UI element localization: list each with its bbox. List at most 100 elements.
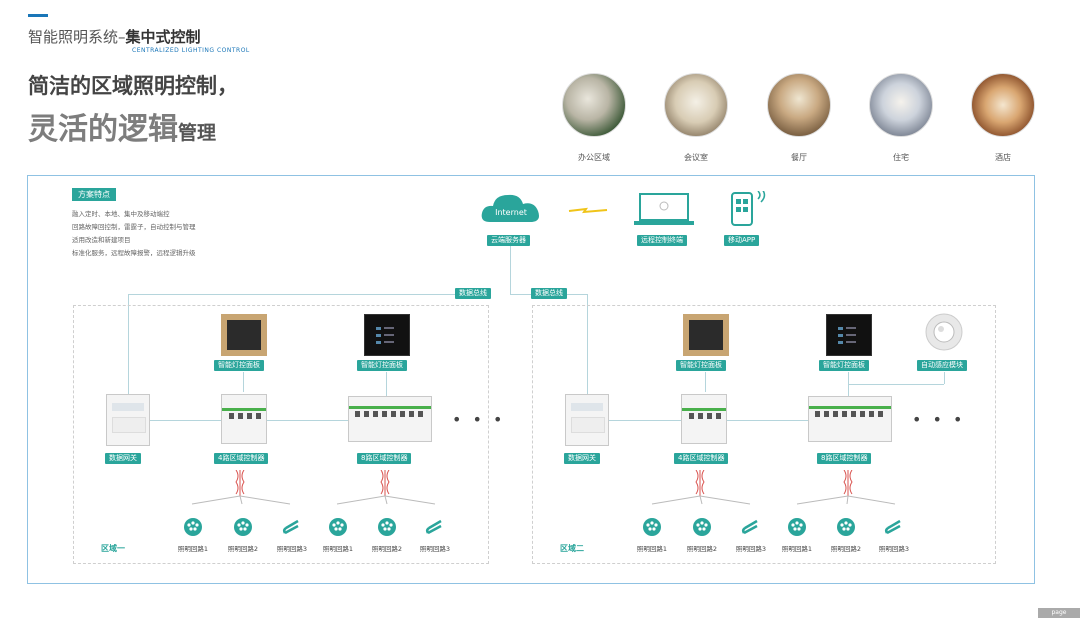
remote-terminal-label: 远程控制终端 — [637, 235, 687, 246]
loop-label: 照明回路1 — [636, 545, 668, 553]
zone-one-label: 区域一 — [101, 544, 125, 553]
gateway-label: 数据网关 — [105, 453, 141, 464]
panel-label: 智能灯控面板 — [819, 360, 869, 371]
downlight-icon — [693, 518, 711, 536]
loop-label: 照明回路1 — [322, 545, 354, 553]
device-link — [267, 420, 348, 421]
ctrl4-label: 4路区域控制器 — [214, 453, 269, 464]
loop-label: 照明回路3 — [276, 545, 308, 553]
scene-office: 办公区域 — [562, 73, 626, 163]
smart-panel-gold — [221, 314, 267, 356]
light-strip-icon — [741, 519, 758, 535]
four-channel-controller — [221, 394, 267, 444]
smart-panel-gold — [683, 314, 729, 356]
eight-channel-controller — [808, 396, 892, 442]
panel-buttons-icon — [838, 327, 856, 344]
light-strip-icon — [282, 519, 299, 535]
feature-item: 回路故障回控制，雷霆子，自动控制与管理 — [72, 223, 196, 231]
headline-line-1: 简洁的区域照明控制， — [28, 74, 238, 98]
feature-item: 适用改造和新建项目 — [72, 236, 131, 244]
zone-two-label: 区域二 — [560, 544, 584, 553]
panel-link — [243, 372, 244, 392]
ctrl4-label: 4路区域控制器 — [674, 453, 729, 464]
sensor-link — [848, 384, 944, 385]
page-title: 智能照明系统–集中式控制 — [28, 28, 201, 46]
device-link — [609, 420, 681, 421]
scene-restaurant: 餐厅 — [767, 73, 831, 163]
panel-buttons-icon — [376, 327, 394, 344]
meeting-room-photo — [664, 73, 728, 137]
smart-panel-black — [364, 314, 410, 356]
bus-line — [128, 294, 129, 394]
features-title: 方案特点 — [72, 188, 116, 201]
page-subtitle: CENTRALIZED LIGHTING CONTROL — [132, 47, 250, 54]
loop-label: 照明回路3 — [419, 545, 451, 553]
data-gateway-device — [106, 394, 150, 446]
headline-line-2: 灵活的逻辑管理 — [28, 112, 217, 147]
sensor-link — [944, 372, 945, 384]
eight-channel-controller — [348, 396, 432, 442]
loop-label: 照明回路1 — [177, 545, 209, 553]
device-link — [727, 420, 808, 421]
data-bus-label: 数据总线 — [455, 288, 491, 299]
cloud-text: Internet — [495, 208, 527, 217]
scene-meeting-room: 会议室 — [664, 73, 728, 163]
device-link — [150, 420, 221, 421]
light-strip-icon — [884, 519, 901, 535]
scene-label: 酒店 — [995, 153, 1011, 162]
residence-photo — [869, 73, 933, 137]
panel-link — [386, 372, 387, 396]
zone-one — [73, 305, 489, 564]
gateway-label: 数据网关 — [564, 453, 600, 464]
panel-label: 智能灯控面板 — [214, 360, 264, 371]
mobile-app-label: 移动APP — [724, 235, 760, 246]
four-channel-controller — [681, 394, 727, 444]
motion-sensor-icon — [925, 313, 963, 351]
ctrl8-label: 8路区域控制器 — [817, 453, 872, 464]
smart-panel-black — [826, 314, 872, 356]
wireless-link-icon — [568, 207, 608, 214]
diagram-frame — [27, 175, 1035, 584]
zone-two — [532, 305, 996, 564]
scene-residence: 住宅 — [869, 73, 933, 163]
mobile-phone-icon — [731, 191, 766, 226]
panel-label: 智能灯控面板 — [676, 360, 726, 371]
scene-label: 餐厅 — [791, 153, 807, 162]
loop-label: 照明回路2 — [227, 545, 259, 553]
downlight-icon — [788, 518, 806, 536]
zone-two-wiring — [651, 470, 896, 505]
bus-line — [587, 294, 588, 394]
scene-label: 住宅 — [893, 153, 909, 162]
loop-label: 照明回路3 — [878, 545, 910, 553]
panel-label: 智能灯控面板 — [357, 360, 407, 371]
restaurant-photo — [767, 73, 831, 137]
scene-hotel: 酒店 — [971, 73, 1035, 163]
downlight-icon — [378, 518, 396, 536]
downlight-icon — [234, 518, 252, 536]
ctrl8-label: 8路区域控制器 — [357, 453, 412, 464]
bus-line — [510, 246, 511, 294]
hotel-photo — [971, 73, 1035, 137]
loop-label: 照明回路2 — [830, 545, 862, 553]
office-photo — [562, 73, 626, 137]
page-footer: page — [1038, 608, 1080, 618]
downlight-icon — [643, 518, 661, 536]
accent-bar — [28, 14, 48, 17]
loop-label: 照明回路3 — [735, 545, 767, 553]
feature-item: 标准化服务，远程故障报警，远程逻辑升级 — [72, 249, 196, 257]
cloud-icon: Internet — [481, 194, 539, 222]
light-strip-icon — [425, 519, 442, 535]
scene-label: 办公区域 — [578, 153, 610, 162]
cloud-server-label: 云端服务器 — [487, 235, 530, 246]
data-gateway-device — [565, 394, 609, 446]
data-bus-label: 数据总线 — [531, 288, 567, 299]
scene-label: 会议室 — [684, 153, 708, 162]
loop-label: 照明回路2 — [686, 545, 718, 553]
feature-item: 融入定时、本地、集中及移动端控 — [72, 210, 170, 218]
downlight-icon — [329, 518, 347, 536]
downlight-icon — [184, 518, 202, 536]
more-devices: • • • — [912, 410, 966, 429]
more-devices: • • • — [452, 410, 506, 429]
loop-label: 照明回路1 — [781, 545, 813, 553]
loop-label: 照明回路2 — [371, 545, 403, 553]
